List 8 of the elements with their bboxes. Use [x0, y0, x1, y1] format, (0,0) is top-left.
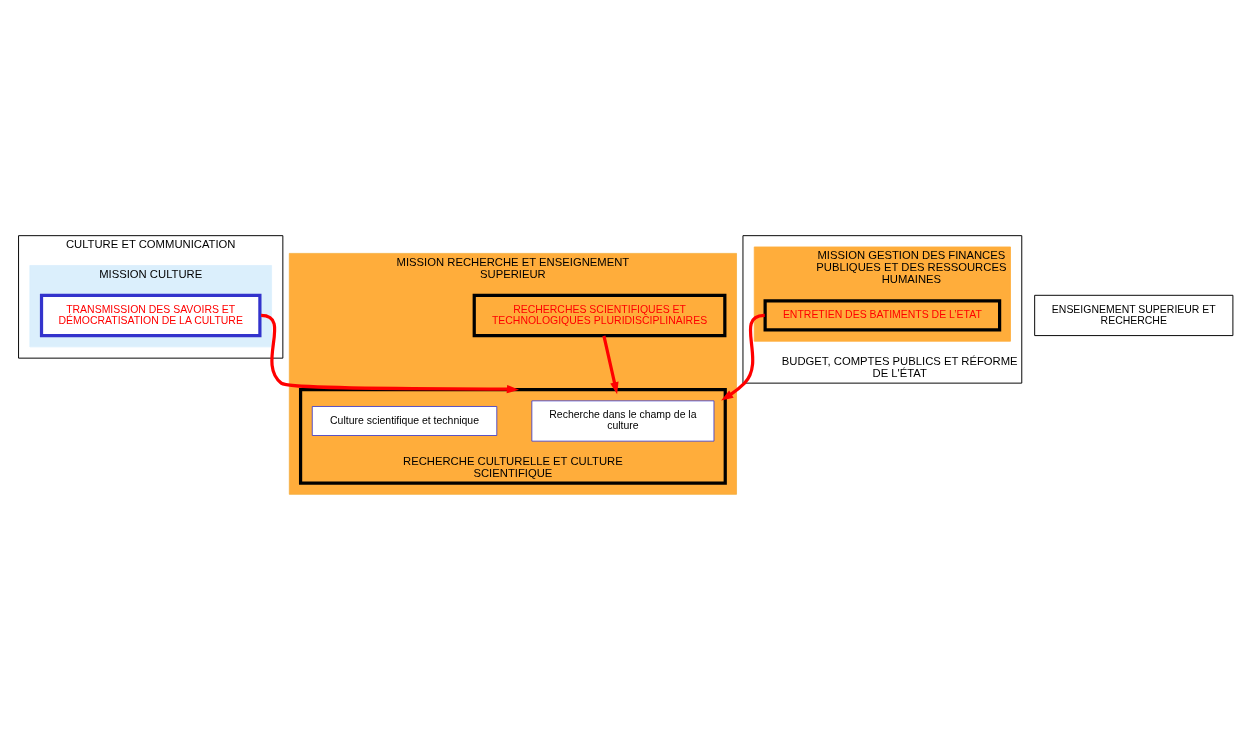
node-box: TRANSMISSION DES SAVOIRS ET DÉMOCRATISATION DE LA CULTURE [39, 293, 262, 337]
node-box: Culture scientifique et technique [311, 405, 498, 436]
node-box: ENSEIGNEMENT SUPERIEUR ET RECHERCHE [1034, 294, 1234, 336]
node-box: ENTRETIEN DES BATIMENTS DE L’ETAT [763, 298, 1002, 332]
node-box: Recherche dans le champ de la culture [531, 399, 715, 442]
node-box: RECHERCHES SCIENTIFIQUES ET TECHNOLOGIQUES PLURIDISCIPLINAIRES [472, 293, 727, 337]
arrow [721, 313, 765, 400]
arrow [602, 334, 619, 394]
